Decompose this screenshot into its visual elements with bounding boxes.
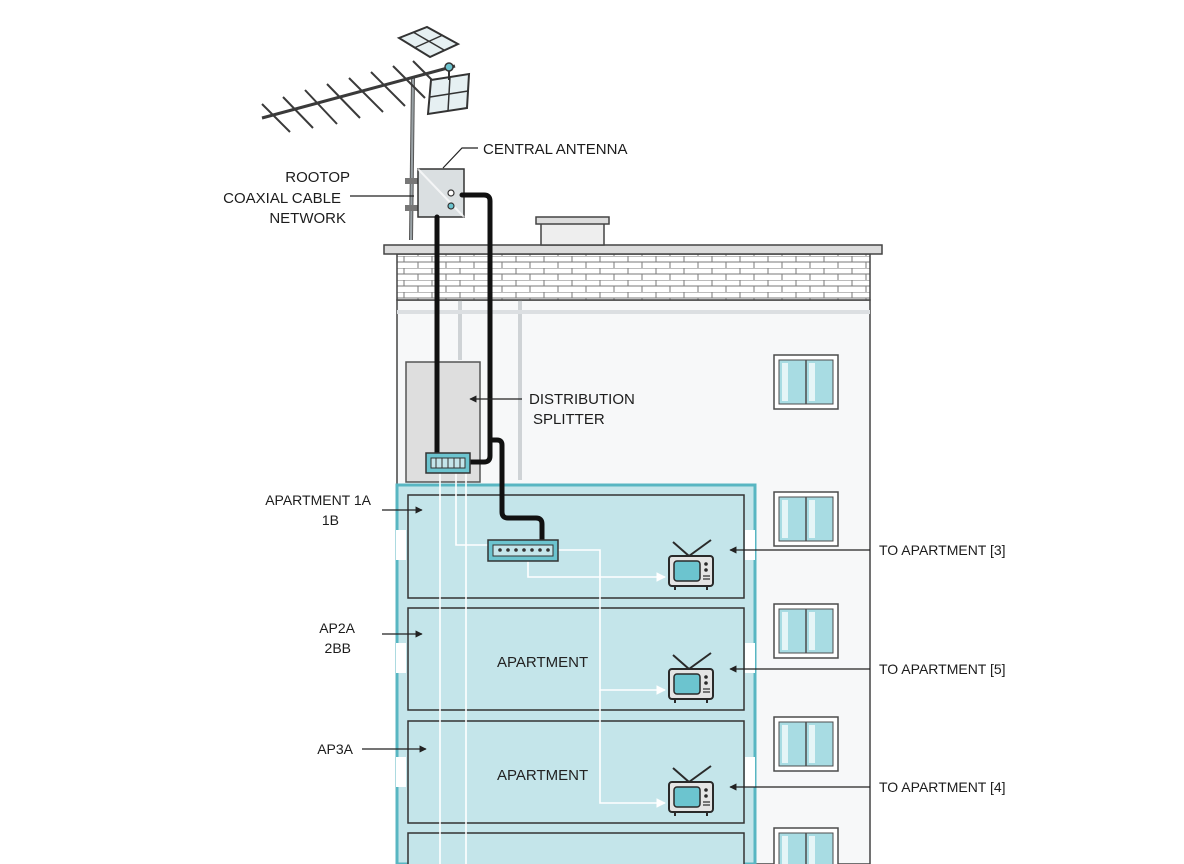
to-apartment-5-label: TO APARTMENT [5] — [879, 661, 1006, 677]
distribution-label-line2: SPLITTER — [533, 411, 605, 428]
apartment-floors — [395, 483, 757, 864]
signal-lines — [439, 470, 666, 864]
amplifier-box-icon — [417, 168, 465, 218]
central-antenna — [261, 25, 471, 241]
panel-antenna-icon — [396, 25, 461, 59]
ap2a-label: AP2A — [319, 620, 355, 636]
window — [773, 491, 839, 547]
to-apartment-4-label: TO APARTMENT [4] — [879, 779, 1006, 795]
window — [773, 827, 839, 864]
labels: CENTRAL ANTENNA ROOTOP COAXIAL CABLE NET… — [223, 141, 1005, 795]
ap3a-label: AP3A — [317, 741, 353, 757]
to-apartment-3-label: TO APARTMENT [3] — [879, 542, 1006, 558]
window — [773, 716, 839, 772]
roof — [383, 216, 883, 301]
floor3-apartment-label: APARTMENT — [497, 767, 588, 784]
callout-lines — [350, 147, 870, 791]
window — [773, 354, 839, 410]
rooftop-label-line3: NETWORK — [269, 210, 346, 227]
ap2bb-label: 2BB — [325, 640, 351, 656]
apartment-1a-label: APARTMENT 1A — [265, 492, 371, 508]
roof-parapet — [396, 253, 871, 301]
central-antenna-label: CENTRAL ANTENNA — [483, 141, 627, 158]
distribution-splitter-icon — [425, 452, 471, 474]
apartment-1b-label: 1B — [322, 512, 339, 528]
window — [773, 603, 839, 659]
roof-vent — [540, 221, 605, 246]
rooftop-label-line1: ROOTOP — [285, 169, 350, 186]
distribution-label-line1: DISTRIBUTION — [529, 391, 635, 408]
apartment-room-4 — [407, 832, 745, 864]
floor-splitter-icon — [487, 539, 559, 562]
coaxial-cables — [434, 192, 545, 545]
dish-panel-icon — [426, 62, 471, 116]
rooftop-label-line2: COAXIAL CABLE — [223, 190, 341, 207]
floor2-apartment-label: APARTMENT — [497, 654, 588, 671]
roof-edge — [383, 244, 883, 255]
